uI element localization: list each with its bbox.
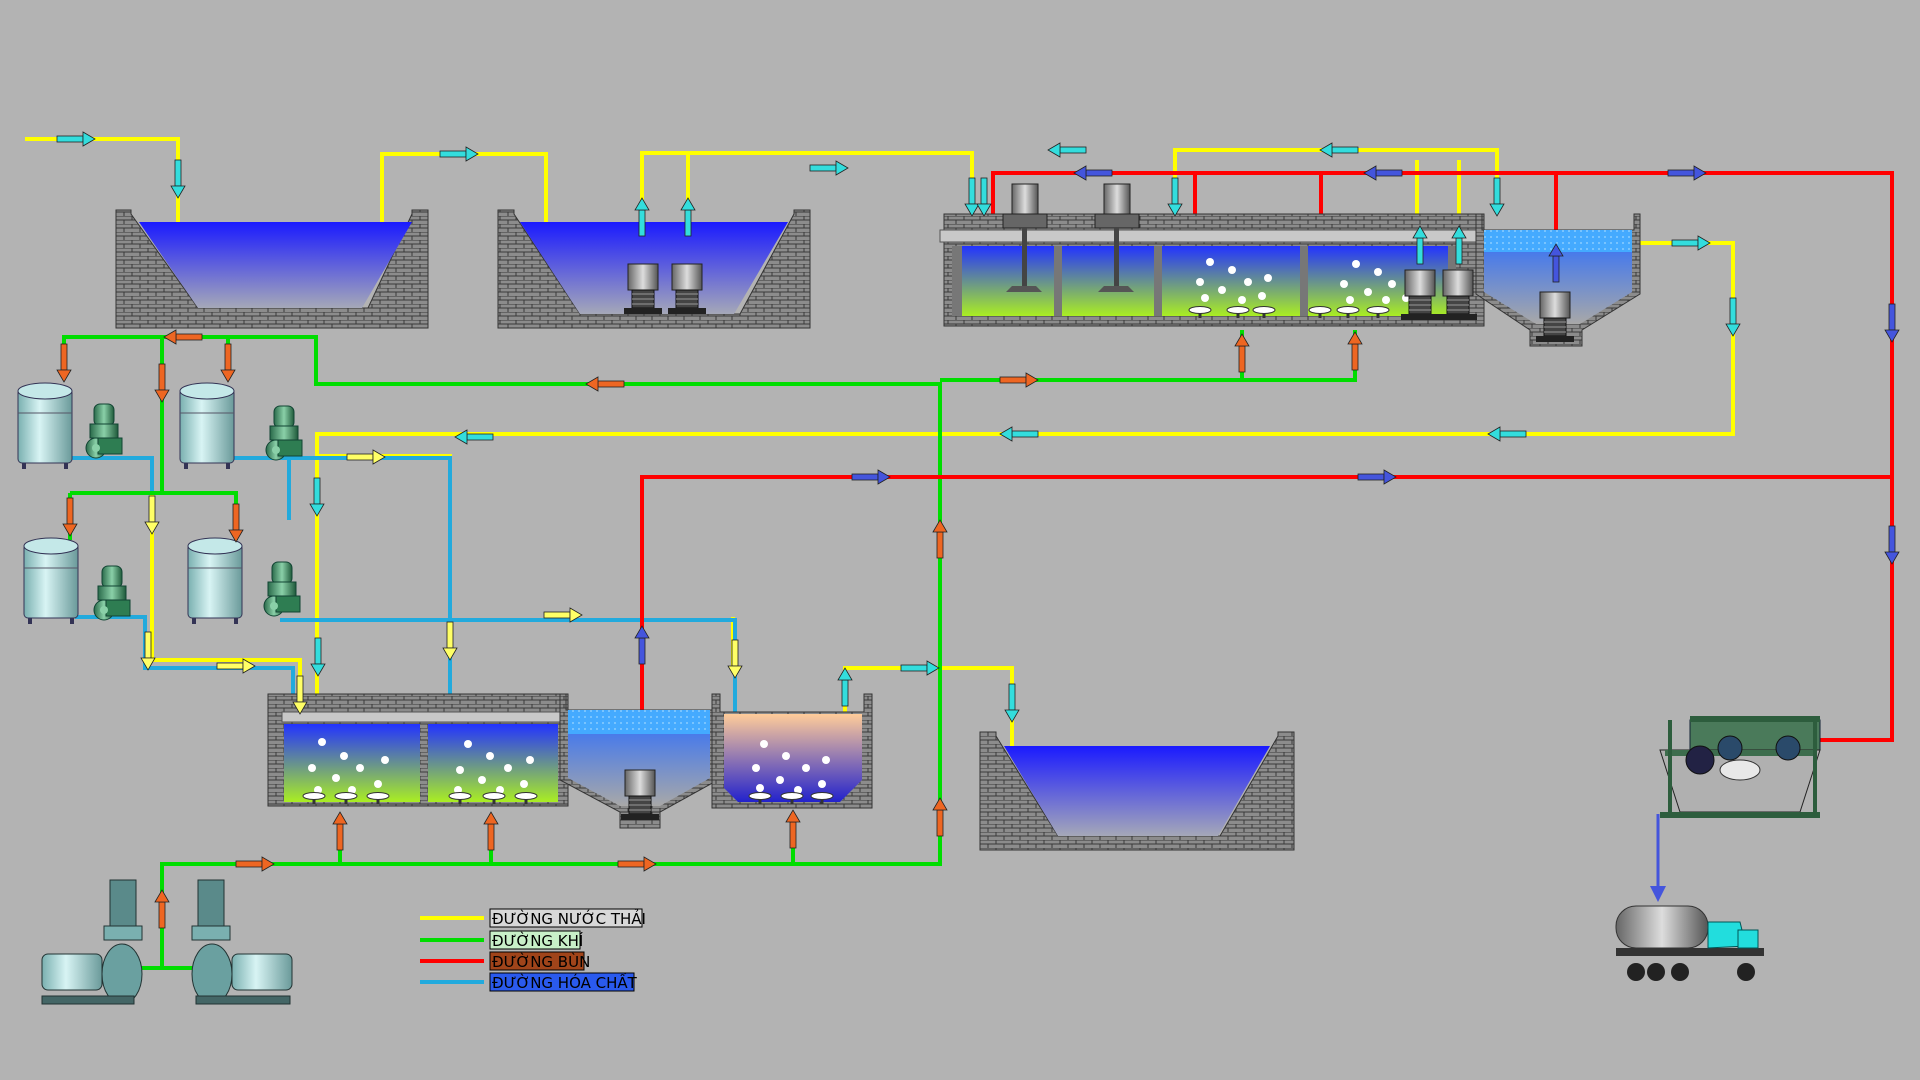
flow-arrow-icon [585, 376, 625, 392]
flow-arrow-icon [617, 856, 657, 872]
legend-item-wastewater: ĐƯỜNG NƯỚC THẢI [420, 908, 646, 928]
flow-arrow-icon [220, 343, 236, 383]
legend-swatch [489, 951, 585, 971]
air-blower-icon [41, 879, 143, 1005]
flow-arrows [56, 131, 1900, 929]
chemical-tank-icon [187, 537, 243, 625]
flow-arrow-icon [1234, 333, 1250, 373]
flow-arrow-icon [332, 811, 348, 851]
clean-water-tank [979, 731, 1295, 851]
flow-arrow-icon [1667, 165, 1707, 181]
legend-item-sludge: ĐƯỜNG BÙN [420, 951, 590, 971]
chemical-tank-icon [179, 382, 235, 470]
flow-arrow-icon [932, 797, 948, 837]
flow-arrow-icon [310, 637, 326, 677]
flow-arrow-icon [1047, 142, 1087, 158]
sludge-press-icon [1659, 716, 1821, 818]
mixer-icon [1094, 183, 1140, 292]
flow-arrow-icon [309, 477, 325, 517]
legend-label: ĐƯỜNG NƯỚC THẢI [492, 908, 646, 928]
chemical-tank-icon [17, 382, 73, 470]
flow-arrow-icon [1884, 303, 1900, 343]
flow-arrow-icon [999, 426, 1039, 442]
sludge-truck-icon [1615, 905, 1764, 981]
chemical-pipes [62, 454, 737, 720]
flow-arrow-icon [170, 159, 186, 199]
flow-arrow-icon [634, 625, 650, 665]
flow-arrow-icon [235, 856, 275, 872]
legend: ĐƯỜNG NƯỚC THẢI ĐƯỜNG KHÍ ĐƯỜNG BÙN ĐƯỜN… [420, 908, 646, 992]
flow-arrow-icon [809, 160, 849, 176]
legend-label: ĐƯỜNG BÙN [492, 952, 590, 971]
flow-arrow-icon [346, 449, 386, 465]
flow-arrow-icon [163, 329, 203, 345]
mixer-icon [1002, 183, 1048, 292]
legend-swatch [489, 908, 643, 928]
legend-label: ĐƯỜNG HÓA CHẤT [492, 971, 638, 992]
flow-arrow-icon [999, 372, 1039, 388]
flow-arrow-icon [1487, 426, 1527, 442]
flow-arrow-icon [1671, 235, 1711, 251]
legend-label: ĐƯỜNG KHÍ [492, 931, 583, 950]
collection-tank [497, 209, 811, 329]
flow-arrow-icon [1004, 683, 1020, 723]
air-blower-group [41, 879, 293, 1005]
dosing-pump-icon [93, 565, 131, 621]
flow-arrow-icon [1357, 469, 1397, 485]
flow-arrow-icon [1884, 525, 1900, 565]
chemical-tank-icon [23, 537, 79, 625]
dosing-pump-icon [85, 403, 123, 459]
flow-arrow-icon [1363, 165, 1403, 181]
legend-item-chemical: ĐƯỜNG HÓA CHẤT [420, 971, 638, 992]
air-pipes [62, 330, 1357, 970]
flow-arrow-icon [154, 363, 170, 403]
flow-arrow-icon [964, 177, 980, 217]
flow-arrow-icon [144, 495, 160, 535]
aeration-bubbles [308, 738, 534, 794]
legend-item-air: ĐƯỜNG KHÍ [420, 930, 583, 950]
flow-arrow-icon [228, 503, 244, 543]
flow-arrow-icon [483, 811, 499, 851]
flow-arrow-icon [1725, 297, 1741, 337]
aeration-bubbles [1196, 258, 1410, 304]
dosing-pump-icon [265, 405, 303, 461]
flow-arrow-icon [727, 639, 743, 679]
flow-arrow-icon [439, 146, 479, 162]
flow-arrow-icon [932, 519, 948, 559]
air-blower-icon [191, 879, 293, 1005]
flow-arrow-icon [56, 131, 96, 147]
flow-arrow-icon [1073, 165, 1113, 181]
flow-arrow-icon [1319, 142, 1359, 158]
upper-treatment-train [939, 183, 1641, 347]
flow-arrow-icon [62, 497, 78, 537]
equalization-tank [115, 209, 429, 329]
lower-treatment-train [267, 693, 873, 829]
flow-arrow-icon [900, 660, 940, 676]
flow-arrow-icon [1489, 177, 1505, 217]
legend-swatch [489, 972, 635, 992]
down-arrow-icon [1650, 886, 1666, 902]
dosing-pump-icon [263, 561, 301, 617]
flow-arrow-icon [154, 889, 170, 929]
flow-arrow-icon [785, 809, 801, 849]
legend-swatch [489, 930, 581, 950]
flow-arrow-icon [851, 469, 891, 485]
flow-arrow-icon [56, 343, 72, 383]
flow-arrow-icon [1347, 331, 1363, 371]
flow-arrow-icon [1167, 177, 1183, 217]
aeration-bubbles [752, 740, 830, 794]
flow-arrow-icon [442, 621, 458, 661]
flow-arrow-icon [837, 667, 853, 707]
flow-arrow-icon [976, 177, 992, 217]
